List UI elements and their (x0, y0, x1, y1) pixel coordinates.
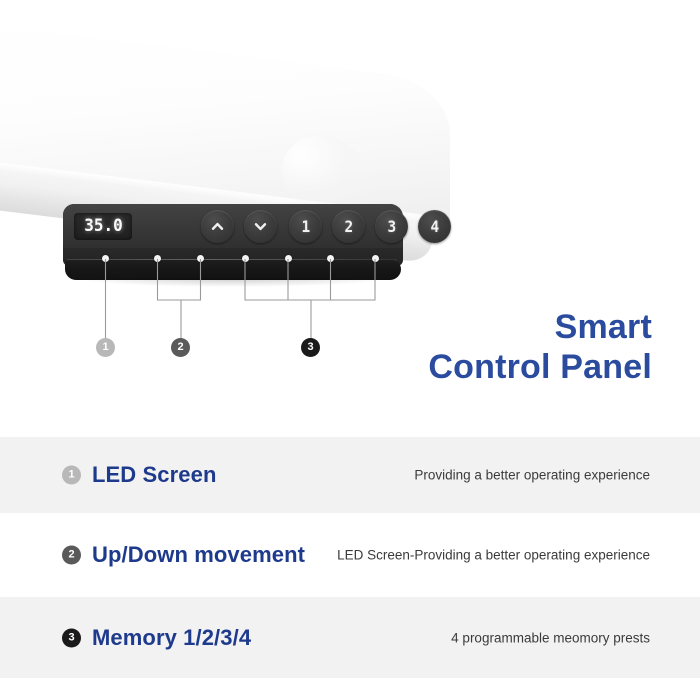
feature-badge-1: 1 (62, 465, 81, 485)
feature-badge-1-number: 1 (68, 468, 75, 481)
memory-button-4[interactable]: 4 (418, 210, 451, 243)
callout-dot-led (102, 255, 109, 262)
led-screen-value: 35.0 (83, 216, 123, 236)
hero-marker-3: 3 (301, 338, 320, 357)
hero-marker-3-number: 3 (307, 341, 314, 353)
feature-row-up-down-movement: 2 Up/Down movement LED Screen-Providing … (0, 513, 700, 597)
page-title-line-1: Smart (554, 308, 652, 346)
memory-button-1[interactable]: 1 (289, 210, 322, 243)
panel-drop-shadow (77, 278, 387, 287)
callout-dot-mem4 (372, 255, 379, 262)
memory-button-2-label: 2 (344, 216, 353, 236)
page-title-line-2: Control Panel (428, 347, 652, 386)
callout-dot-up (154, 255, 161, 262)
feature-badge-3: 3 (62, 628, 81, 647)
down-button[interactable] (244, 210, 277, 243)
feature-description-2: LED Screen-Providing a better operating … (337, 547, 650, 563)
memory-button-3[interactable]: 3 (375, 210, 408, 243)
feature-list: 1 LED Screen Providing a better operatin… (0, 437, 700, 700)
page-title: Smart Control Panel (232, 308, 652, 388)
chevron-up-icon (211, 222, 224, 230)
memory-button-2[interactable]: 2 (332, 210, 365, 243)
callout-dot-down (197, 255, 204, 262)
led-screen: 35.0 (74, 213, 132, 240)
hero-marker-1: 1 (96, 338, 115, 357)
desk-illustration (0, 18, 460, 264)
feature-badge-2: 2 (62, 545, 81, 565)
feature-description-3: 4 programmable meomory prests (451, 630, 650, 645)
memory-button-4-label: 4 (430, 216, 439, 236)
memory-button-1-label: 1 (301, 216, 310, 236)
feature-label-3: Memory 1/2/3/4 (92, 624, 252, 650)
chevron-down-icon (254, 223, 267, 231)
panel-lower-lip (65, 260, 401, 280)
feature-row-memory-presets: 3 Memory 1/2/3/4 4 programmable meomory … (0, 597, 700, 678)
feature-list-bottom-spacer (0, 678, 700, 700)
feature-label-1: LED Screen (92, 462, 217, 487)
feature-label-2: Up/Down movement (92, 542, 306, 567)
hero-marker-1-number: 1 (102, 341, 109, 353)
feature-row-led-screen: 1 LED Screen Providing a better operatin… (0, 437, 700, 513)
product-hero-image: 35.0 1 2 3 4 (0, 18, 652, 388)
callout-dot-mem3 (327, 255, 334, 262)
feature-description-1: Providing a better operating experience (414, 467, 650, 483)
up-button[interactable] (201, 210, 234, 243)
smart-control-panel: 35.0 1 2 3 4 (63, 204, 451, 290)
hero-marker-2: 2 (171, 338, 190, 357)
hero-marker-2-number: 2 (177, 341, 184, 353)
feature-badge-2-number: 2 (68, 548, 75, 561)
feature-badge-3-number: 3 (68, 631, 75, 643)
memory-button-3-label: 3 (387, 216, 396, 236)
callout-dot-mem2 (285, 255, 292, 262)
callout-dot-mem1 (242, 255, 249, 262)
